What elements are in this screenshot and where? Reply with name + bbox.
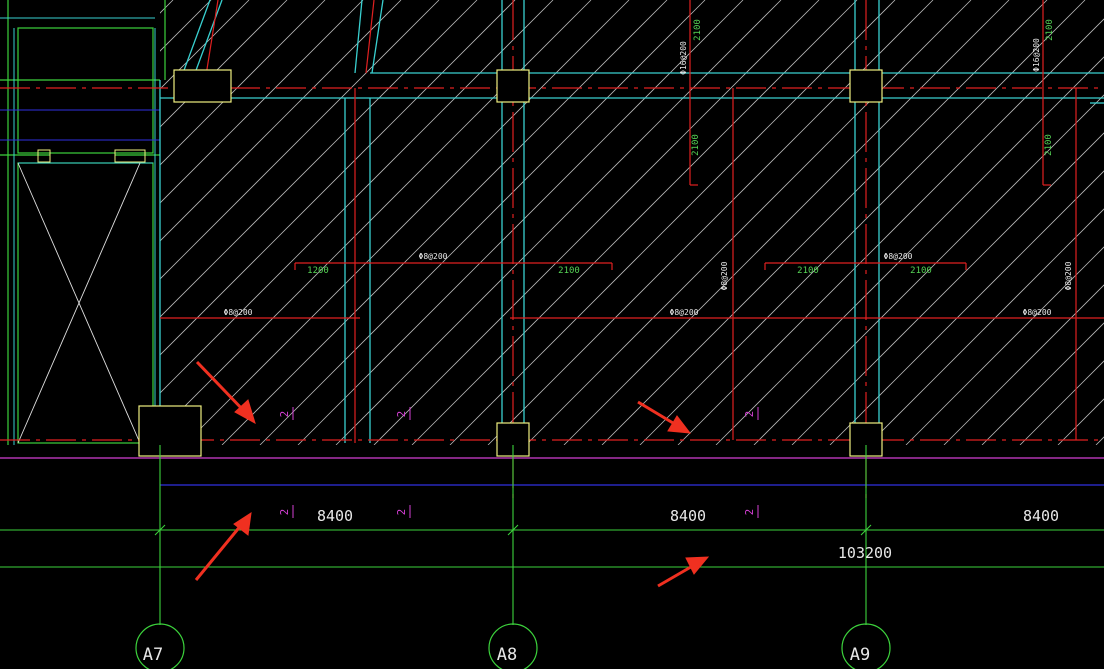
hatch-line <box>829 170 1104 445</box>
dimension-lines <box>0 445 1104 625</box>
annotation-arrow-icon <box>195 360 256 425</box>
hatch-line <box>753 94 1104 445</box>
hatch-line <box>905 246 1104 445</box>
length-vertical-b: 2100 <box>691 134 701 156</box>
rebar-label-vertical-b: Φ16@200 <box>1032 38 1041 72</box>
section-mark-5: 2 <box>395 509 408 516</box>
annotation-arrow-icon <box>194 511 252 581</box>
hatch-line <box>0 0 135 445</box>
annotation-arrows <box>194 360 710 588</box>
length-vertical-a: 2100 <box>693 19 703 41</box>
axis-label-a9: A9 <box>850 645 870 665</box>
hatch-line <box>791 132 1104 445</box>
section-mark-3: 2 <box>743 411 756 418</box>
hatch-line <box>639 0 1086 445</box>
section-mark-1: 2 <box>278 411 291 418</box>
hatch-line <box>563 0 1010 445</box>
stair-small-boxes <box>37 149 146 163</box>
rebar-lines <box>0 0 1104 500</box>
axis-bubble-a9 <box>841 623 891 669</box>
section-mark-brackets <box>292 407 759 518</box>
section-mark-6: 2 <box>743 509 756 516</box>
hatch-line <box>715 56 1104 445</box>
hatch-line <box>943 284 1104 445</box>
hatch-line <box>981 322 1104 445</box>
axis-bubbles <box>135 623 891 669</box>
hatch-line <box>160 0 364 204</box>
hatch-line <box>1019 360 1104 445</box>
rebar-label-vertical-a: Φ16@200 <box>679 41 688 75</box>
rebar-label-top-right: Φ8@200 <box>884 252 913 261</box>
hatch-line <box>867 208 1104 445</box>
hatch-line <box>160 0 440 280</box>
hatch-line <box>160 0 288 128</box>
hatch-line <box>221 0 668 445</box>
hatch-line <box>1057 398 1104 445</box>
hatch-line <box>160 0 174 14</box>
stair-core <box>0 0 166 445</box>
hatch-line <box>0 0 59 445</box>
hatch-line <box>160 0 326 166</box>
hatch-line <box>259 0 706 445</box>
hatch-line <box>411 0 858 445</box>
bay-dimension-1: 8400 <box>317 507 353 525</box>
axis-label-a8: A8 <box>497 645 517 665</box>
rebar-label-vertical-d: Φ8@200 <box>1064 261 1073 290</box>
rebar-label-lower-left: Φ8@200 <box>224 308 253 317</box>
hatch-line <box>1095 436 1104 445</box>
axis-bubble-a7 <box>135 623 185 669</box>
column-a9-top <box>849 69 883 103</box>
length-2100-a: 2100 <box>558 266 580 276</box>
axis-bubble-a8 <box>488 623 538 669</box>
hatch-line <box>183 0 630 445</box>
stair-blue-lines <box>0 109 160 141</box>
hatch-line <box>525 0 972 445</box>
section-mark-4: 2 <box>278 509 291 516</box>
hatch-line <box>677 18 1104 445</box>
bay-dimension-3: 8400 <box>1023 507 1059 525</box>
stair-core-inner <box>0 17 156 445</box>
hatch-line <box>160 0 554 394</box>
rebar-label-vertical-c: Φ8@200 <box>720 261 729 290</box>
slab-edge <box>0 457 1104 486</box>
hatch-line <box>160 0 212 52</box>
rebar-label-lower-mid: Φ8@200 <box>670 308 699 317</box>
hatch-line <box>373 0 820 445</box>
bay-dimension-2: 8400 <box>670 507 706 525</box>
length-2100-b: 2100 <box>797 266 819 276</box>
columns <box>138 69 883 457</box>
rebar-label-mid: Φ8@200 <box>419 252 448 261</box>
hatch-line <box>297 0 744 445</box>
elevator-shaft-cross <box>17 162 141 444</box>
total-dimension: 103200 <box>838 544 892 562</box>
section-mark-2: 2 <box>395 411 408 418</box>
hatch-line <box>335 0 782 445</box>
length-vertical-d: 2100 <box>1044 134 1054 156</box>
hatch-line <box>160 0 516 356</box>
hatch-line <box>160 0 402 242</box>
annotation-arrow-icon <box>637 400 692 434</box>
column-a7-bottom <box>138 405 202 457</box>
length-1200: 1200 <box>307 266 329 276</box>
column-a8-top <box>496 69 530 103</box>
length-2100-c: 2100 <box>910 266 932 276</box>
hatch-line <box>160 0 478 318</box>
annotation-arrow-icon <box>657 556 710 588</box>
length-vertical-c: 2100 <box>1045 19 1055 41</box>
hatch-line <box>601 0 1048 445</box>
axis-label-a7: A7 <box>143 645 163 665</box>
hatch-line <box>449 0 896 445</box>
rebar-label-lower-right: Φ8@200 <box>1023 308 1052 317</box>
hatch-line <box>0 0 97 445</box>
hatch-pattern <box>0 0 1104 445</box>
column-a7-top <box>173 69 232 103</box>
